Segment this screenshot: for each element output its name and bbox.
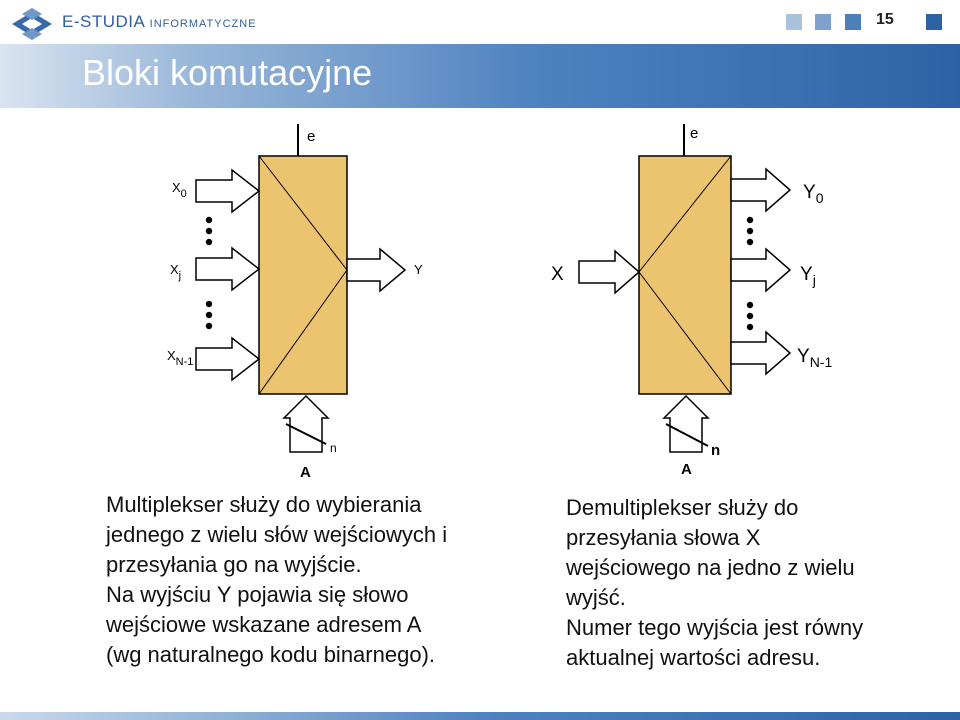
mux-description-line: wejściowe wskazane adresem A — [106, 612, 422, 637]
mux-description-line: Na wyjściu Y pojawia się słowo — [106, 582, 409, 607]
demux-description-line: wejściowego na jedno z wielu — [566, 555, 855, 580]
brand-subtitle: INFORMATYCZNE — [149, 18, 257, 30]
mux-dot — [205, 216, 213, 224]
mux-bus-width-label: n — [330, 441, 337, 455]
logo-icon — [12, 8, 52, 40]
deco-square-4 — [926, 14, 942, 30]
demux-output-arrow-yn — [730, 330, 792, 376]
mux-input-label-x0: X0 — [172, 180, 187, 200]
demux-output-label-yn: YN-1 — [797, 346, 832, 370]
demux-description-line: przesyłania słowa X — [566, 525, 761, 550]
mux-description: Multiplekser służy do wybierania jednego… — [106, 490, 447, 670]
mux-dot — [205, 238, 213, 246]
slide-title: Bloki komutacyjne — [82, 52, 373, 93]
mux-block — [258, 155, 348, 395]
demux-description: Demultiplekser służy do przesyłania słow… — [566, 493, 863, 673]
demux-output-label-yj: Yj — [800, 264, 816, 288]
demux-dot — [746, 312, 754, 320]
brand-logo-text: E-STUDIA INFORMATYCZNE — [62, 12, 257, 32]
deco-square-1 — [786, 14, 802, 30]
demux-description-line: wyjść. — [566, 585, 626, 610]
deco-square-2 — [815, 14, 831, 30]
mux-dot — [205, 300, 213, 308]
deco-square-3 — [845, 14, 861, 30]
demux-description-line: Numer tego wyjścia jest równy — [566, 615, 864, 640]
mux-description-line: (wg naturalnego kodu binarnego). — [106, 642, 436, 667]
demux-diagram: e X Y0 Yj YN-1 n A — [551, 124, 832, 478]
demux-diagonal-bottom — [638, 271, 732, 395]
demux-description-line: Demultiplekser służy do — [566, 495, 799, 520]
mux-description-line: przesyłania go na wyjście. — [106, 552, 362, 577]
mux-dot — [205, 322, 213, 330]
mux-address-label: A — [300, 464, 311, 481]
demux-input-label: X — [551, 264, 564, 285]
mux-diagonal-bottom — [258, 269, 348, 395]
mux-diagonal-top — [258, 155, 348, 271]
mux-dot — [205, 227, 213, 235]
mux-input-arrow-xn — [195, 336, 261, 382]
demux-diagonal-top — [638, 155, 732, 273]
mux-description-line: jednego z wielu słów wejściowych i — [106, 522, 448, 547]
demux-dot — [746, 227, 754, 235]
demux-block — [638, 155, 732, 395]
demux-description-line: aktualnej wartości adresu. — [566, 645, 821, 670]
demux-bus-width-label: n — [711, 442, 720, 459]
mux-output-label: Y — [414, 262, 423, 277]
demux-input-arrow — [578, 249, 641, 295]
mux-description-line: Multiplekser służy do wybierania — [106, 492, 422, 517]
demux-bus-slash — [665, 423, 709, 447]
demux-output-arrow-yj — [730, 247, 792, 293]
mux-input-label-xj: Xj — [170, 262, 181, 282]
brand-name: E-STUDIA — [62, 12, 145, 31]
mux-input-arrow-xj — [195, 246, 261, 292]
demux-enable-label: e — [690, 125, 698, 142]
mux-dot — [205, 311, 213, 319]
demux-dot — [746, 301, 754, 309]
page-number: 15 — [876, 11, 894, 28]
header: E-STUDIA INFORMATYCZNE 15 — [0, 0, 960, 44]
demux-dot — [746, 216, 754, 224]
mux-bus-slash — [285, 423, 327, 445]
demux-dot — [746, 238, 754, 246]
mux-enable-label: e — [307, 128, 315, 145]
demux-address-label: A — [681, 461, 692, 478]
mux-input-label-xn: XN-1 — [167, 348, 193, 368]
demux-output-arrow-y0 — [730, 167, 792, 213]
mux-address-arrow — [282, 394, 330, 453]
mux-input-arrow-x0 — [195, 168, 261, 214]
title-banner — [0, 44, 960, 108]
demux-address-arrow — [662, 394, 710, 453]
mux-output-arrow — [346, 247, 407, 293]
mux-diagram: e X0 Xj XN-1 Y n A — [167, 124, 423, 481]
footer-bar — [0, 712, 960, 720]
demux-dot — [746, 323, 754, 331]
demux-output-label-y0: Y0 — [803, 182, 824, 206]
